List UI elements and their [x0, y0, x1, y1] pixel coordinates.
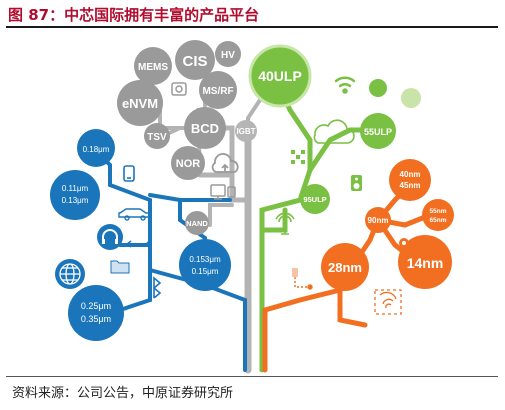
title-rule — [6, 26, 498, 28]
node-40ulp-label: 40ULP — [258, 68, 302, 84]
wifi-icon — [334, 76, 356, 94]
node-mems: MEMS — [134, 47, 172, 85]
node-013-label: 0.13μm — [62, 196, 89, 205]
node-nand: NAND — [185, 211, 209, 235]
globe-icon — [55, 259, 85, 289]
cloud-upload-icon — [211, 153, 239, 173]
node-015-label: 0.15μm — [192, 267, 219, 276]
camera-icon — [171, 82, 187, 96]
network-icon — [291, 150, 305, 164]
node-40-45nm: 40nm 45nm — [389, 159, 431, 201]
node-tsv-label: TSV — [147, 132, 167, 143]
car-icon — [118, 208, 150, 221]
node-msrf-label: MS/RF — [202, 86, 233, 97]
drone-icon — [369, 79, 387, 97]
node-bcd: BCD — [184, 107, 226, 149]
node-0153-015: 0.153μm 0.15μm — [179, 239, 231, 291]
node-011-label: 0.11μm — [62, 184, 89, 193]
node-90nm: 90nm — [365, 207, 391, 233]
node-45nm-label: 45nm — [400, 181, 421, 190]
node-011-013: 0.11μm 0.13μm — [50, 170, 100, 220]
node-0153-label: 0.153μm — [189, 255, 221, 264]
node-mems-label: MEMS — [138, 62, 168, 73]
node-nor-label: NOR — [176, 158, 201, 170]
node-hv: HV — [215, 41, 241, 67]
node-14nm: 14nm — [398, 235, 452, 289]
blue-branches — [93, 148, 247, 372]
bluetooth-icon — [153, 276, 162, 299]
node-tsv: TSV — [144, 123, 170, 149]
node-28nm: 28nm — [321, 243, 369, 291]
dotted-arrow — [125, 240, 152, 248]
node-cis: CIS — [175, 40, 215, 80]
source-note: 资料来源：公司公告，中原证券研究所 — [12, 386, 234, 401]
gear-icon — [399, 238, 409, 248]
node-cis-label: CIS — [182, 53, 207, 70]
node-msrf: MS/RF — [199, 71, 237, 109]
node-018: 0.18μm — [77, 129, 115, 167]
node-14nm-label: 14nm — [407, 255, 444, 271]
node-igbt-label: IGBT — [236, 127, 255, 136]
phone-icon — [123, 165, 135, 182]
node-55ulp: 55ULP — [360, 113, 396, 149]
node-envm: eNVM — [117, 80, 163, 126]
node-55ulp-label: 55ULP — [364, 127, 392, 137]
fingerprint-icon — [374, 289, 402, 315]
node-025-035: 0.25μm 0.35μm — [68, 285, 124, 341]
node-28nm-label: 28nm — [328, 260, 362, 275]
node-nor: NOR — [171, 146, 205, 180]
node-bcd-label: BCD — [191, 121, 219, 136]
node-65nm-label: 65nm — [430, 217, 447, 224]
node-hv-label: HV — [221, 50, 235, 61]
folder-icon — [110, 260, 130, 274]
node-90nm-label: 90nm — [368, 216, 389, 225]
node-035-label: 0.35μm — [81, 314, 111, 324]
grid-icon — [401, 88, 421, 108]
node-55-65nm: 55nm 65nm — [422, 199, 454, 231]
node-40nm-label: 40nm — [400, 170, 421, 179]
antenna-icon — [275, 212, 295, 235]
monitor-icon — [210, 184, 236, 200]
node-95ulp: 95ULP — [300, 184, 330, 214]
figure-title: 图 87：中芯国际拥有丰富的产品平台 — [8, 6, 260, 24]
speaker-icon — [351, 175, 362, 191]
node-envm-label: eNVM — [122, 96, 158, 111]
cloud-icon — [313, 119, 355, 144]
node-018-label: 0.18μm — [83, 145, 110, 154]
node-40ulp: 40ULP — [248, 44, 312, 108]
node-nand-label: NAND — [186, 219, 208, 228]
node-55nm-label: 55nm — [430, 208, 447, 215]
headphones-icon — [97, 224, 123, 250]
node-025-label: 0.25μm — [81, 301, 111, 311]
usb-icon — [292, 268, 313, 290]
node-95ulp-label: 95ULP — [303, 195, 326, 204]
footer-rule — [6, 376, 498, 377]
node-igbt: IGBT — [235, 120, 257, 142]
